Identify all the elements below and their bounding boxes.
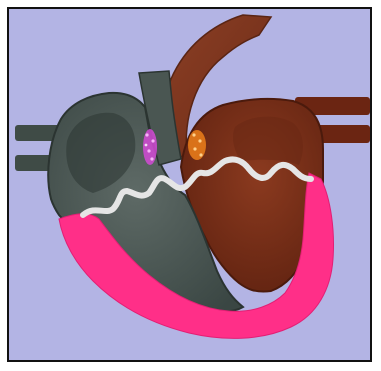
- sa-node-marker: [143, 129, 157, 165]
- image-frame: [7, 7, 372, 362]
- av-node-marker: [188, 130, 206, 160]
- left-atrium-shadow: [233, 117, 303, 165]
- heart-illustration: [9, 9, 370, 360]
